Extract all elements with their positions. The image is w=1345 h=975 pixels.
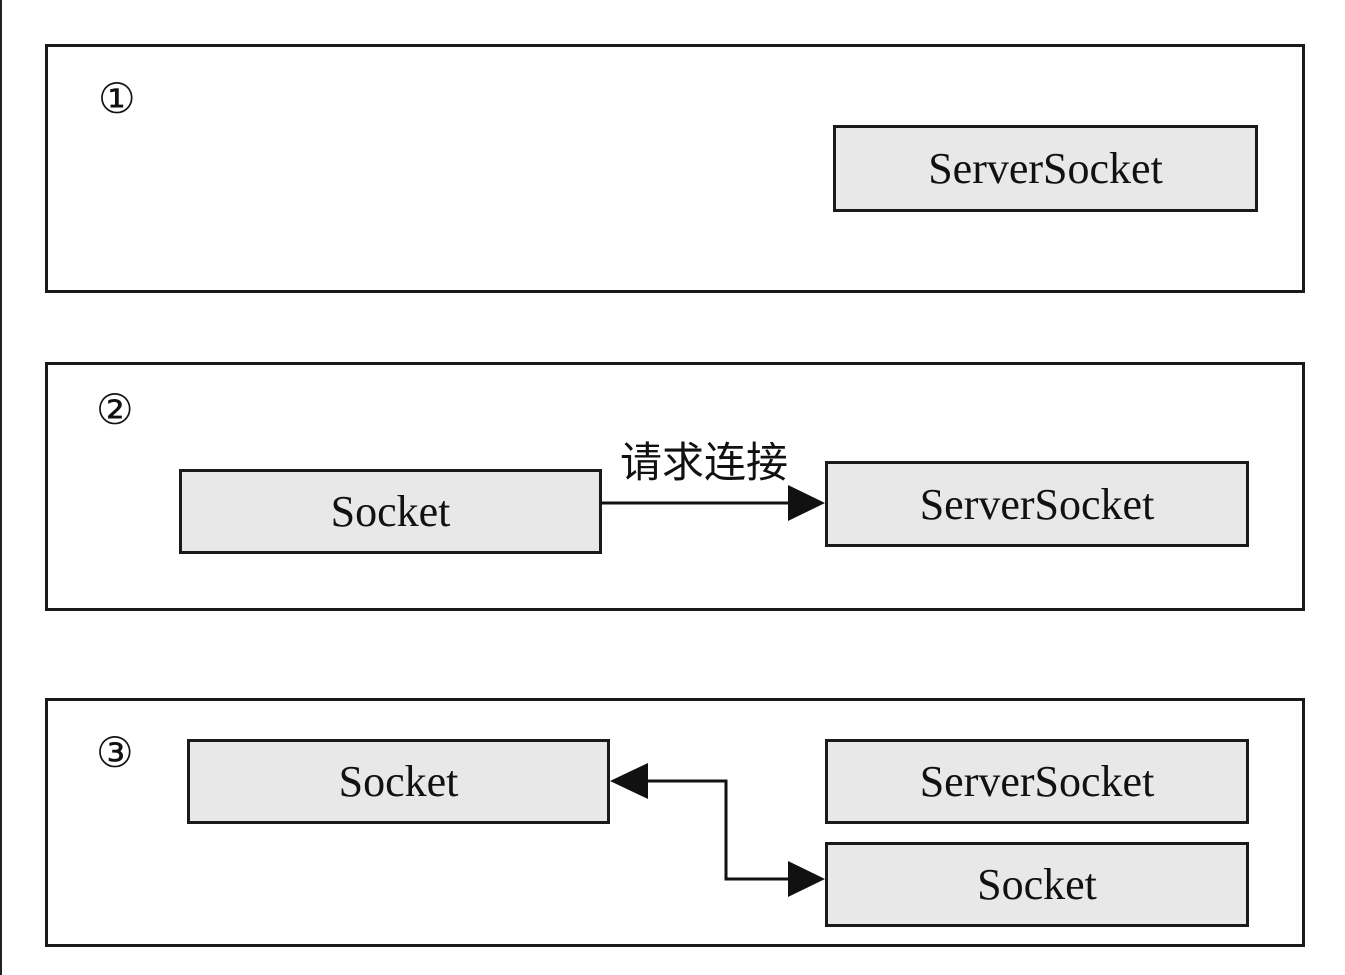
step-3-serversocket-box: ServerSocket (825, 739, 1249, 824)
step-2-serversocket-box: ServerSocket (825, 461, 1249, 547)
step-2-socket-box: Socket (179, 469, 602, 554)
step-1-marker: ① (98, 74, 136, 123)
step-3-socket-box: Socket (187, 739, 610, 824)
request-connection-label: 请求连接 (620, 438, 789, 487)
step-3-server-socket-box: Socket (825, 842, 1249, 927)
left-edge-line (0, 0, 2, 975)
step-3-marker: ③ (96, 728, 134, 777)
step-2-marker: ② (96, 385, 134, 434)
step-1-serversocket-box: ServerSocket (833, 125, 1258, 212)
